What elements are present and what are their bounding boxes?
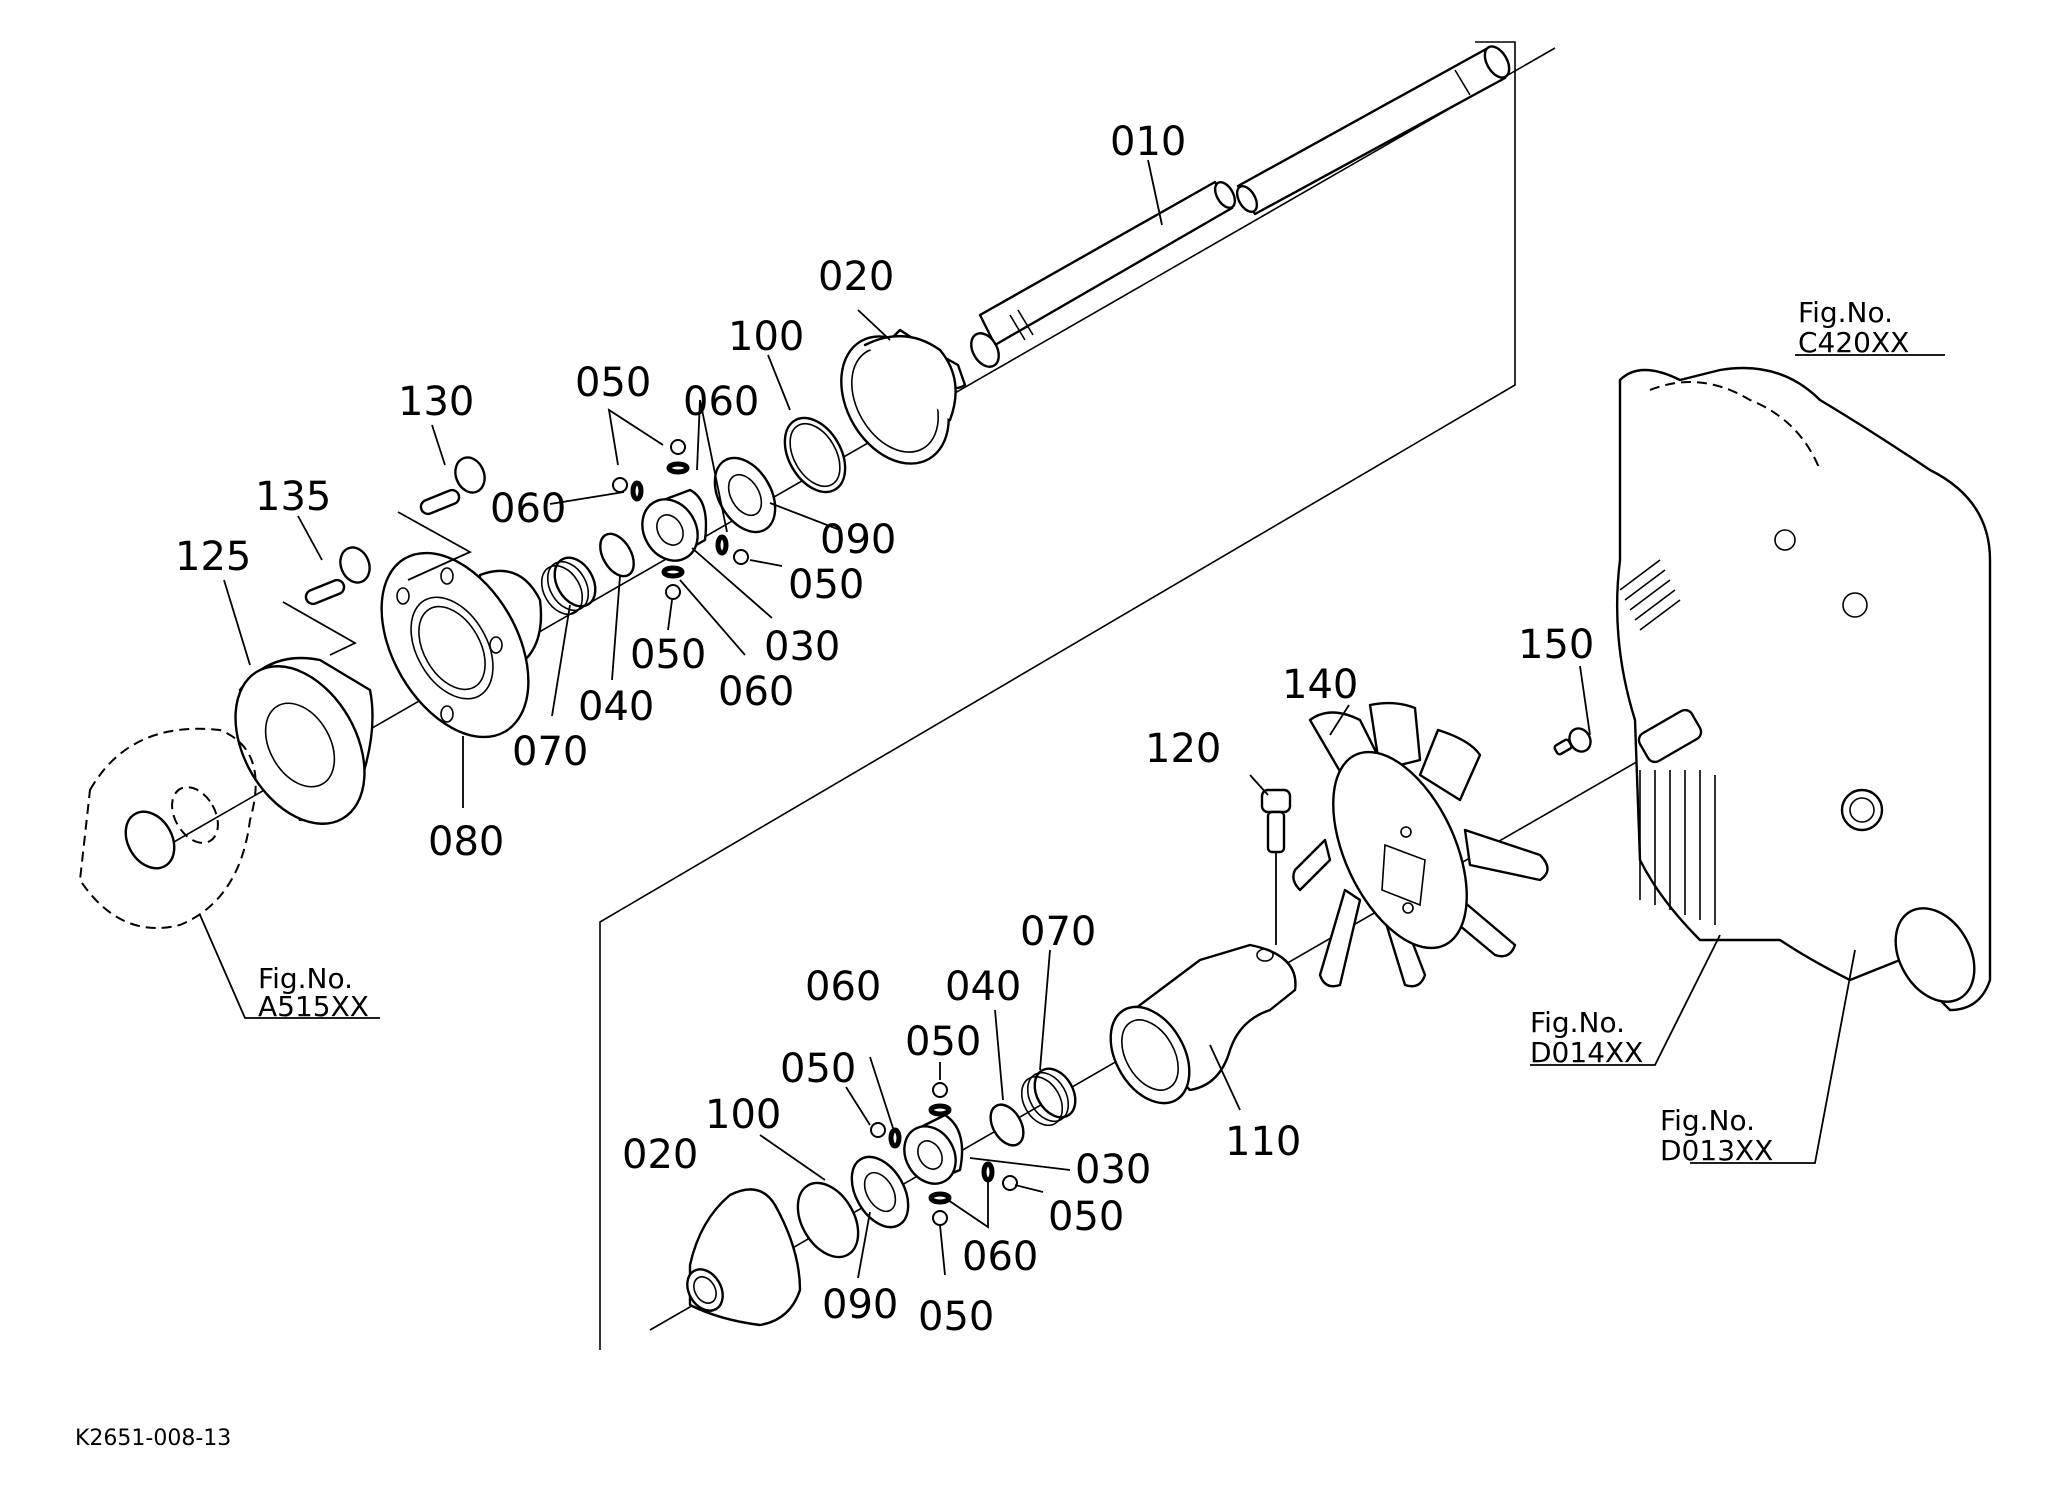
label-050: 050 xyxy=(905,1019,981,1065)
fig-ref-c420xx[interactable]: Fig.No. C420XX xyxy=(1798,296,1909,359)
ball-050[interactable] xyxy=(612,477,628,493)
part-labels: 010 020 100 050 060 060 090 050 030 050 … xyxy=(175,119,1594,1340)
figure-references: Fig.No. A515XX Fig.No. C420XX Fig.No. D0… xyxy=(258,296,1909,1167)
transmission-case xyxy=(1615,366,1992,1012)
fig-caption: Fig.No. xyxy=(1660,1104,1755,1137)
o-ring-060[interactable] xyxy=(661,565,685,579)
group-frame xyxy=(599,41,1516,1350)
boot-020[interactable] xyxy=(819,317,970,483)
bolt-130[interactable] xyxy=(419,453,490,516)
fig-ref-d013xx[interactable]: Fig.No. D013XX xyxy=(1660,1104,1773,1167)
o-ring-060[interactable] xyxy=(715,534,729,556)
fig-caption: Fig.No. xyxy=(1530,1006,1625,1039)
label-020: 020 xyxy=(622,1132,698,1178)
fan-140[interactable] xyxy=(1292,701,1549,988)
lower-assembly xyxy=(649,701,1641,1331)
label-060: 060 xyxy=(962,1234,1038,1280)
fig-caption: Fig.No. xyxy=(258,962,353,995)
label-140: 140 xyxy=(1282,662,1358,708)
label-130: 130 xyxy=(398,379,474,425)
label-110: 110 xyxy=(1225,1119,1301,1165)
bolt-135[interactable] xyxy=(304,543,375,606)
ball-050[interactable] xyxy=(733,549,749,565)
fitting-150[interactable] xyxy=(1553,725,1595,756)
fig-caption: Fig.No. xyxy=(1798,296,1893,329)
label-060: 060 xyxy=(490,486,566,532)
o-ring-060[interactable] xyxy=(630,480,644,502)
label-060: 060 xyxy=(718,669,794,715)
upper-axis-line xyxy=(159,47,1556,851)
label-070: 070 xyxy=(1020,909,1096,955)
label-040: 040 xyxy=(945,964,1021,1010)
spring-070[interactable] xyxy=(1013,1061,1083,1132)
drawing-code: K2651-008-13 xyxy=(75,1426,231,1451)
ball-050[interactable] xyxy=(932,1082,948,1098)
label-050: 050 xyxy=(1048,1194,1124,1240)
spring-070[interactable] xyxy=(533,550,603,621)
label-060: 060 xyxy=(805,964,881,1010)
fig-ref-a515xx[interactable]: Fig.No. A515XX xyxy=(258,962,369,1023)
snap-ring-100[interactable] xyxy=(785,1172,870,1267)
fig-code: D013XX xyxy=(1660,1134,1773,1167)
label-050: 050 xyxy=(918,1294,994,1340)
o-ring-060[interactable] xyxy=(981,1161,995,1183)
fig-code: A515XX xyxy=(258,990,369,1023)
label-030: 030 xyxy=(1075,1147,1151,1193)
label-125: 125 xyxy=(175,534,251,580)
label-030: 030 xyxy=(764,624,840,670)
label-090: 090 xyxy=(820,517,896,563)
ball-050[interactable] xyxy=(665,584,681,600)
shaft-010[interactable] xyxy=(966,42,1515,371)
fig-ref-d014xx[interactable]: Fig.No. D014XX xyxy=(1530,1006,1643,1069)
label-060: 060 xyxy=(683,379,759,425)
housing-a515xx xyxy=(78,727,257,929)
plate-125[interactable] xyxy=(209,643,391,846)
label-050: 050 xyxy=(575,360,651,406)
snap-ring-100[interactable] xyxy=(772,407,857,502)
leader-lines xyxy=(199,159,1945,1279)
label-135: 135 xyxy=(255,474,331,520)
label-090: 090 xyxy=(822,1282,898,1328)
snap-ring-040[interactable] xyxy=(593,528,640,582)
label-070: 070 xyxy=(512,729,588,775)
label-100: 100 xyxy=(705,1092,781,1138)
ball-050[interactable] xyxy=(1002,1175,1018,1191)
label-080: 080 xyxy=(428,819,504,865)
ball-050[interactable] xyxy=(870,1122,886,1138)
label-010: 010 xyxy=(1110,119,1186,165)
upper-assembly xyxy=(78,42,1556,929)
washer-090[interactable] xyxy=(702,447,787,542)
fig-code: C420XX xyxy=(1798,326,1909,359)
washer-090[interactable] xyxy=(840,1147,920,1237)
label-050: 050 xyxy=(780,1046,856,1092)
flange-housing-080[interactable] xyxy=(351,527,558,762)
yoke-110[interactable] xyxy=(1095,943,1297,1117)
cross-block-030[interactable] xyxy=(631,488,708,570)
ball-050[interactable] xyxy=(932,1210,948,1226)
label-100: 100 xyxy=(728,314,804,360)
label-040: 040 xyxy=(578,684,654,730)
ball-050[interactable] xyxy=(670,439,686,455)
cross-block-030[interactable] xyxy=(894,1113,966,1193)
snap-ring-040[interactable] xyxy=(984,1099,1030,1151)
label-150: 150 xyxy=(1518,622,1594,668)
label-050: 050 xyxy=(630,632,706,678)
o-ring-060[interactable] xyxy=(888,1127,902,1149)
label-020: 020 xyxy=(818,254,894,300)
fig-code: D014XX xyxy=(1530,1036,1643,1069)
bolt-120[interactable] xyxy=(1260,788,1292,945)
label-120: 120 xyxy=(1145,726,1221,772)
boot-020[interactable] xyxy=(680,1188,802,1327)
o-ring-060[interactable] xyxy=(666,461,690,475)
o-ring-060[interactable] xyxy=(928,1103,952,1117)
label-050: 050 xyxy=(788,562,864,608)
o-ring-060[interactable] xyxy=(928,1191,952,1205)
